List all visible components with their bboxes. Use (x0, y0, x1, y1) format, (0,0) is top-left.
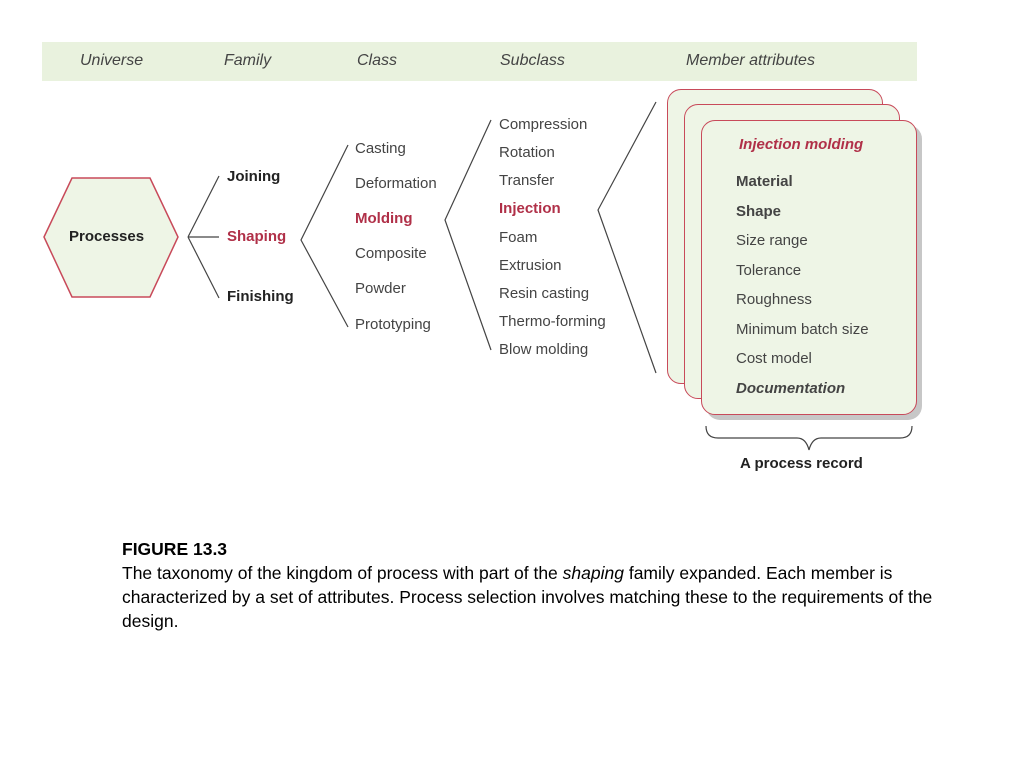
class-composite: Composite (355, 245, 427, 262)
header-family: Family (224, 52, 272, 69)
family-finishing: Finishing (227, 288, 294, 305)
connector-universe-finishing (187, 236, 220, 299)
record-label: A process record (740, 455, 863, 472)
subclass-blow-molding: Blow molding (499, 341, 589, 358)
attr-material: Material (736, 173, 793, 190)
universe-label: Processes (69, 228, 145, 245)
subclass-extrusion: Extrusion (499, 257, 562, 274)
caption-text-italic: shaping (562, 563, 624, 583)
record-brace (705, 425, 913, 451)
attr-tolerance: Tolerance (736, 262, 802, 279)
universe-hexagon (43, 177, 179, 298)
attr-documentation: Documentation (736, 380, 846, 397)
family-joining: Joining (227, 168, 281, 185)
record-card-front (701, 120, 917, 415)
class-powder: Powder (355, 280, 406, 297)
caption-text-before: The taxonomy of the kingdom of process w… (122, 563, 563, 583)
header-subclass: Subclass (500, 52, 565, 69)
header-member-attributes: Member attributes (686, 52, 815, 69)
column-header-band (42, 42, 917, 81)
subclass-compression: Compression (499, 116, 588, 133)
subclass-thermo-forming: Thermo-forming (499, 313, 606, 330)
class-prototyping: Prototyping (355, 316, 431, 333)
record-title: Injection molding (739, 136, 864, 153)
caption-text-after: family expanded. Each member is characte… (122, 563, 933, 631)
attr-size-range: Size range (736, 232, 808, 249)
class-molding: Molding (355, 210, 413, 227)
caption-body: The taxonomy of the kingdom of process w… (122, 561, 952, 633)
connector-molding-subclasses (444, 119, 492, 351)
connector-universe-joining (187, 175, 220, 238)
subclass-transfer: Transfer (499, 172, 555, 189)
attr-minimum-batch-size: Minimum batch size (736, 321, 869, 338)
attr-roughness: Roughness (736, 291, 812, 308)
class-deformation: Deformation (355, 175, 437, 192)
subclass-injection: Injection (499, 200, 561, 217)
attr-cost-model: Cost model (736, 350, 812, 367)
caption-title: FIGURE 13.3 (122, 539, 228, 559)
attr-shape: Shape (736, 203, 782, 220)
connector-shaping-classes (300, 144, 349, 328)
figure-caption: FIGURE 13.3 The taxonomy of the kingdom … (122, 537, 952, 633)
connector-injection-record (597, 101, 657, 374)
header-class: Class (357, 52, 398, 69)
subclass-rotation: Rotation (499, 144, 555, 161)
header-universe: Universe (80, 52, 144, 69)
subclass-foam: Foam (499, 229, 538, 246)
family-shaping: Shaping (227, 228, 287, 245)
class-casting: Casting (355, 140, 406, 157)
subclass-resin-casting: Resin casting (499, 285, 590, 302)
